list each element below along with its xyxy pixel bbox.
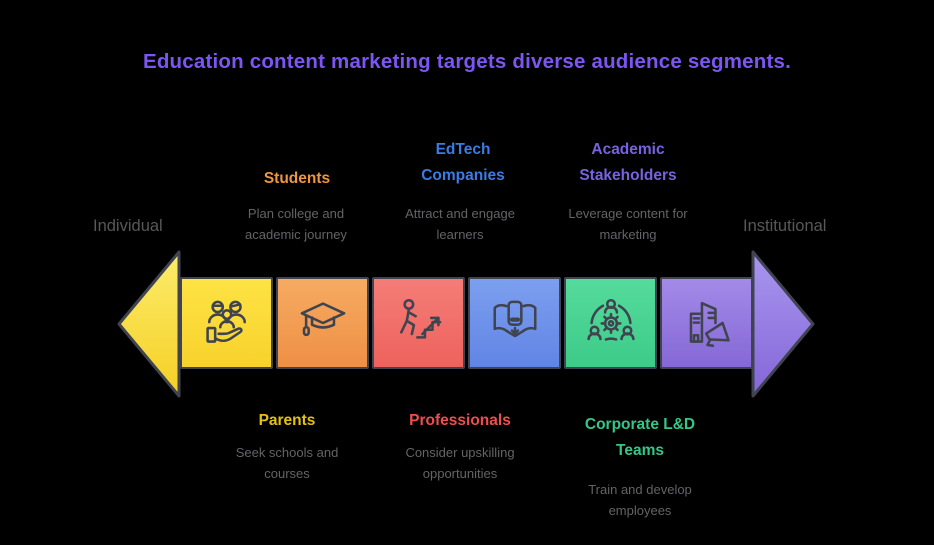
students-label: Students	[263, 170, 331, 187]
academic-stakeholders-description: Leverage content for marketing	[568, 206, 688, 242]
parents-label: Parents	[258, 412, 316, 429]
team-gear-icon	[586, 298, 635, 341]
page-title: Education content marketing targets dive…	[142, 50, 792, 73]
professionals-description: Consider upskilling opportunities	[405, 445, 515, 481]
arrow-left-head	[117, 250, 181, 398]
academic-stakeholders-label: Academic Stakeholders	[579, 141, 677, 184]
scale-label-individual: Individual	[93, 217, 163, 235]
segment-parents	[180, 277, 273, 369]
corporate-ld-teams-description: Train and develop employees	[588, 482, 692, 518]
segment-corporate	[564, 277, 657, 369]
book-device-icon	[492, 300, 537, 338]
segment-students	[276, 277, 369, 369]
segment-edtech	[468, 277, 561, 369]
edtech-companies-description: Attract and engage learners	[405, 206, 515, 242]
students-description: Plan college and academic journey	[245, 206, 347, 242]
graduation-cap-icon	[300, 302, 345, 337]
corporate-ld-teams-label: Corporate L&D Teams	[584, 416, 696, 459]
scale-label-institutional: Institutional	[743, 217, 827, 235]
parents-description: Seek schools and courses	[235, 445, 339, 481]
segment-professionals	[372, 277, 465, 369]
building-megaphone-icon	[689, 301, 730, 348]
segment-academic	[660, 277, 753, 369]
career-stairs-icon	[399, 298, 441, 339]
edtech-companies-label: EdTech Companies	[421, 141, 505, 184]
professionals-label: Professionals	[409, 412, 511, 429]
arrow-right-head	[751, 250, 815, 398]
family-in-hand-icon	[205, 300, 246, 343]
